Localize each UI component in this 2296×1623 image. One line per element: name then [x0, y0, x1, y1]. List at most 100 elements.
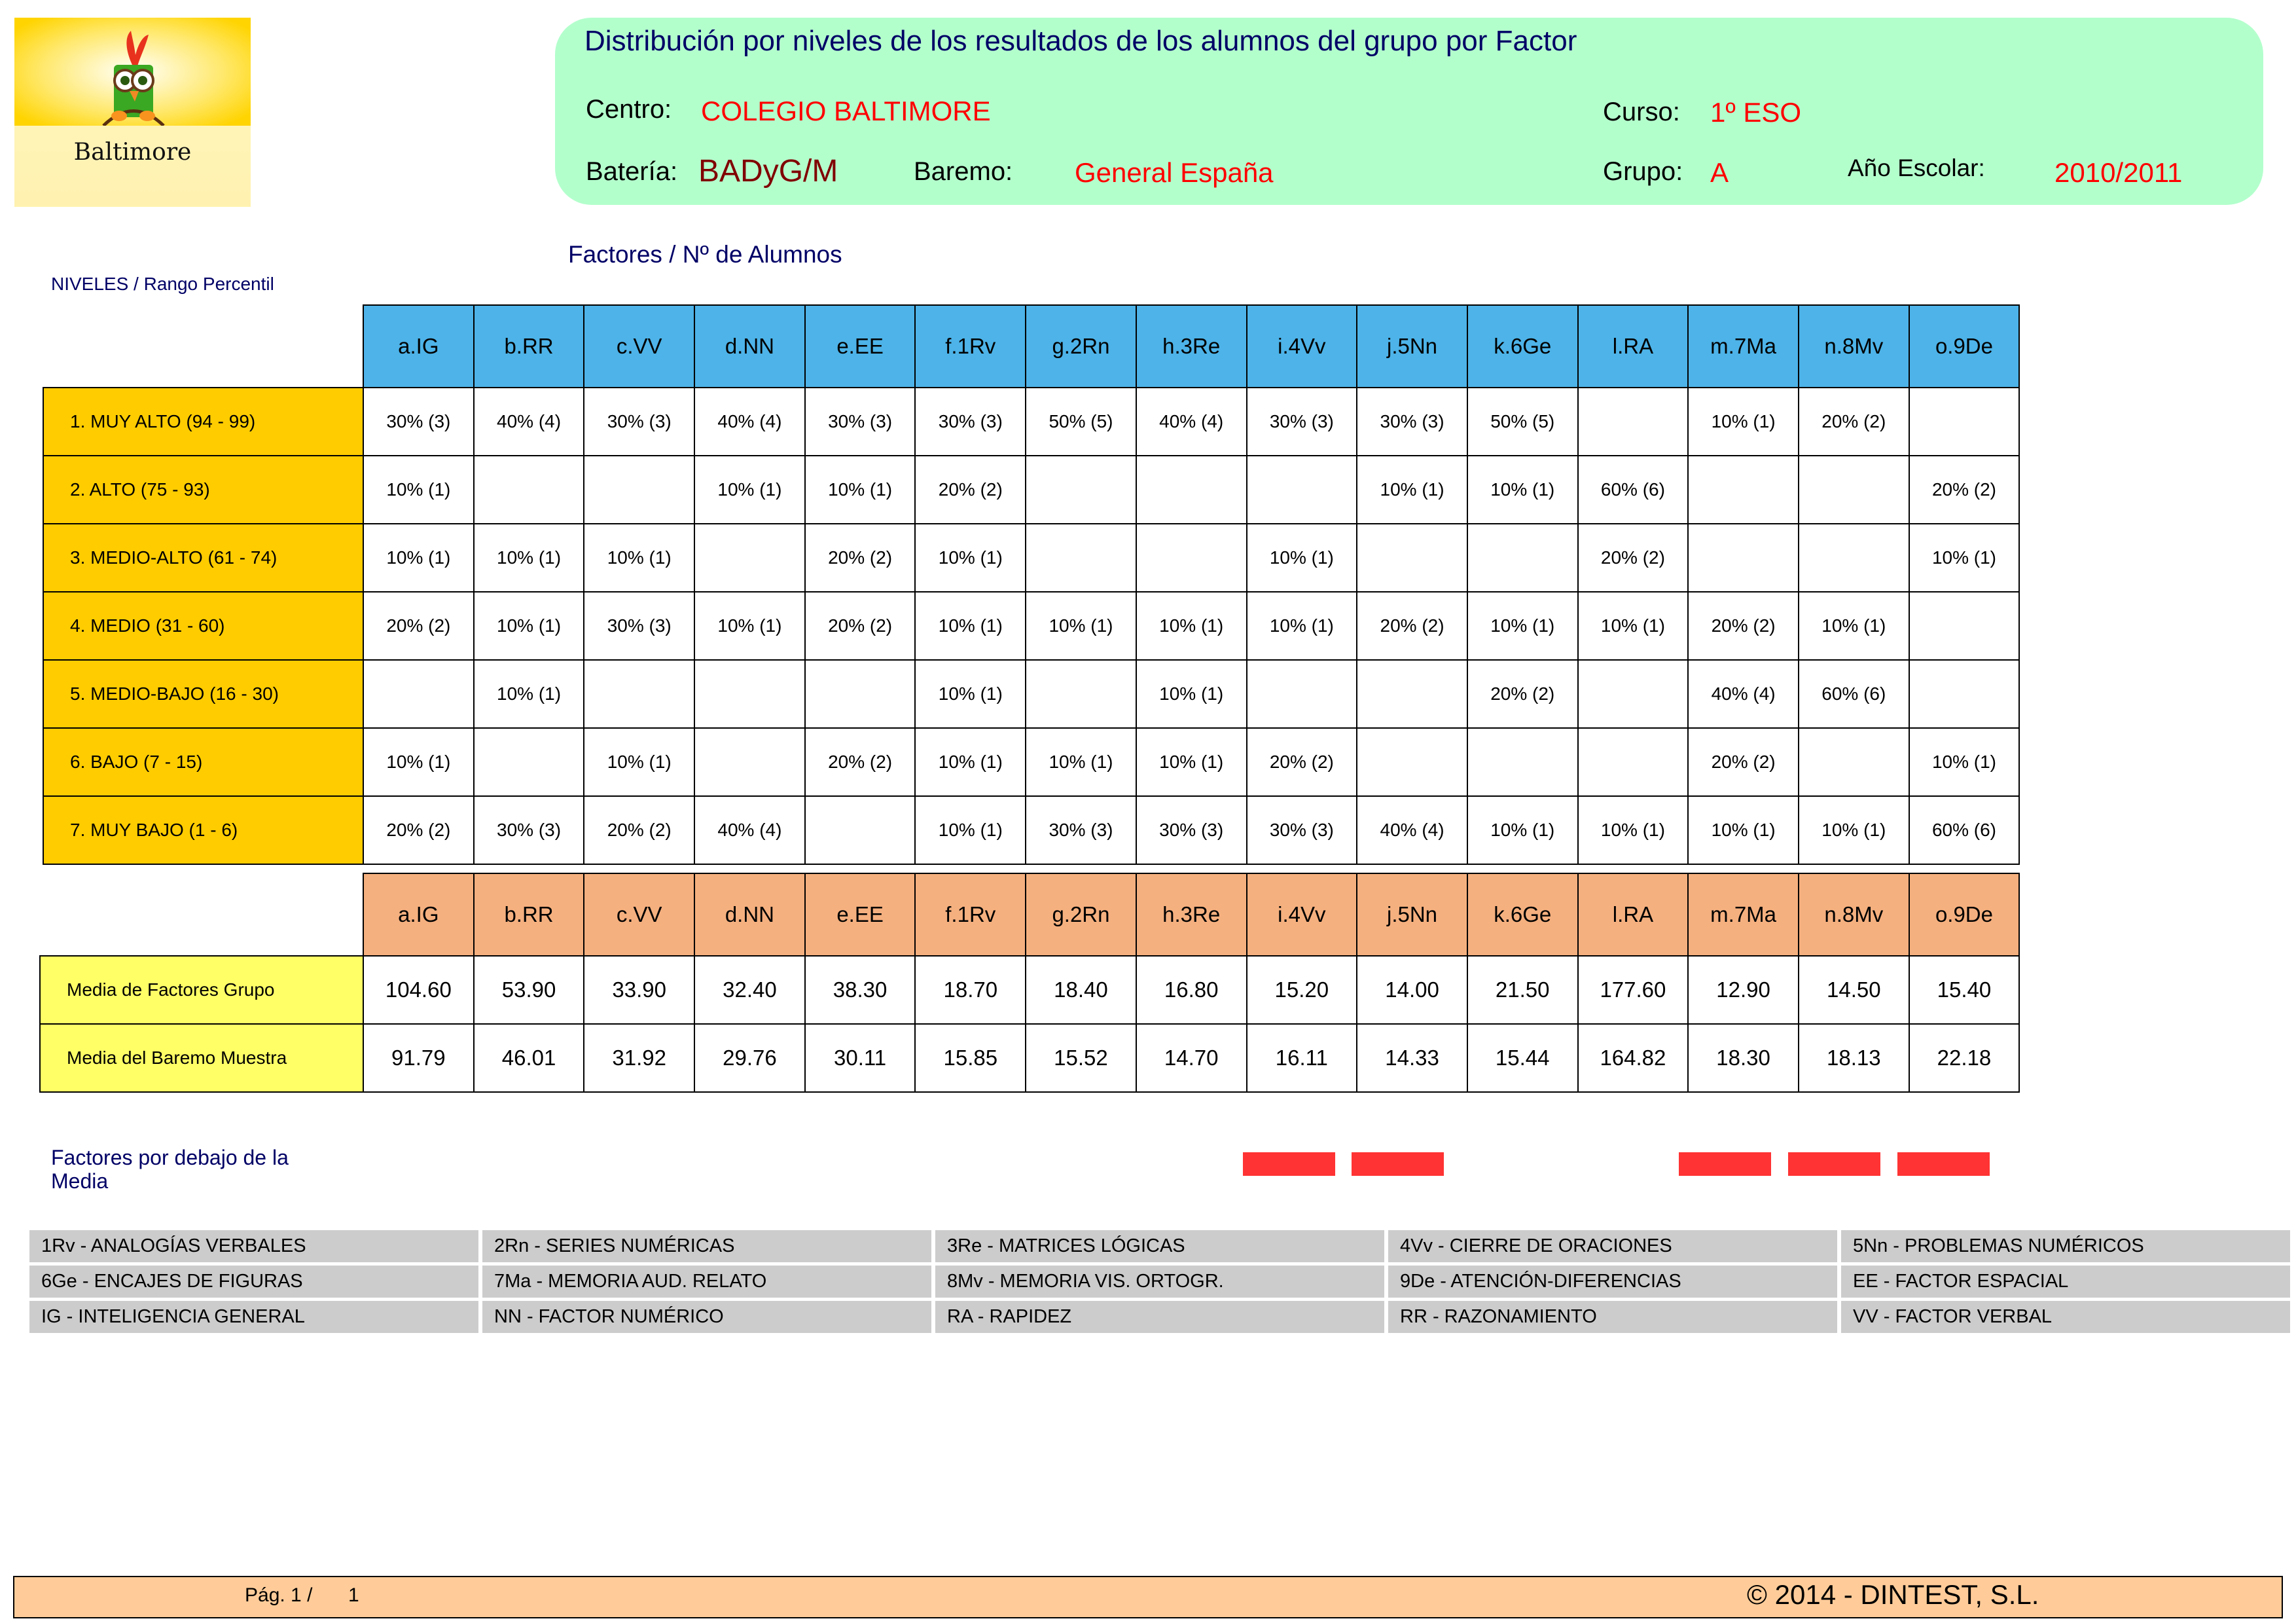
page-label: Pág. 1 /: [245, 1584, 313, 1606]
report-header: [555, 18, 2263, 205]
level-cell: [1797, 523, 1910, 593]
mean-value: 15.44: [1466, 1023, 1579, 1093]
level-cell: 40% (4): [1135, 387, 1247, 456]
mean-label: Media de Factores Grupo: [39, 955, 364, 1025]
factor-header: c.VV: [583, 873, 696, 957]
level-cell: [1356, 659, 1468, 729]
level-cell: [1135, 523, 1247, 593]
legend-item: RA - RAPIDEZ: [935, 1301, 1384, 1333]
level-cell: 10% (1): [1246, 523, 1358, 593]
factor-header: k.6Ge: [1466, 873, 1579, 957]
level-cell: 10% (1): [1246, 591, 1358, 661]
level-cell: 10% (1): [473, 591, 585, 661]
report-title: Distribución por niveles de los resultad…: [584, 25, 1577, 57]
level-cell: 10% (1): [1135, 727, 1247, 797]
level-cell: 10% (1): [914, 591, 1027, 661]
level-cell: [1025, 455, 1137, 524]
factor-header: g.2Rn: [1025, 304, 1137, 388]
anio-label: Año Escolar:: [1848, 155, 1985, 181]
curso-label: Curso:: [1603, 98, 1680, 126]
level-cell: 60% (6): [1577, 455, 1689, 524]
factor-header: e.EE: [804, 873, 916, 957]
factor-header: h.3Re: [1135, 873, 1247, 957]
level-cell: [1577, 387, 1689, 456]
baremo-value: General España: [1075, 157, 1274, 188]
copyright: © 2014 - DINTEST, S.L.: [1747, 1579, 2039, 1610]
level-cell: 10% (1): [1025, 727, 1137, 797]
mean-value: 31.92: [583, 1023, 696, 1093]
level-cell: 20% (2): [363, 795, 475, 865]
header-corner: [43, 305, 363, 388]
factor-header: n.8Mv: [1797, 873, 1910, 957]
factor-header: n.8Mv: [1797, 304, 1910, 388]
level-cell: 10% (1): [694, 455, 806, 524]
legend-item: 5Nn - PROBLEMAS NUMÉRICOS: [1841, 1230, 2290, 1262]
level-cell: 10% (1): [914, 727, 1027, 797]
level-cell: 10% (1): [363, 455, 475, 524]
level-cell: [694, 659, 806, 729]
level-label: 7. MUY BAJO (1 - 6): [43, 795, 364, 865]
level-cell: [583, 455, 696, 524]
level-cell: [694, 727, 806, 797]
level-cell: [1908, 387, 2020, 456]
level-cell: 10% (1): [363, 523, 475, 593]
factor-header: f.1Rv: [914, 304, 1027, 388]
level-label: 4. MEDIO (31 - 60): [43, 591, 364, 661]
level-cell: 20% (2): [583, 795, 696, 865]
mean-value: 21.50: [1466, 955, 1579, 1025]
level-cell: [1025, 523, 1137, 593]
mean-value: 14.50: [1797, 955, 1910, 1025]
level-cell: [1246, 659, 1358, 729]
factor-header: j.5Nn: [1356, 873, 1468, 957]
centro-label: Centro:: [586, 95, 672, 124]
mean-value: 164.82: [1577, 1023, 1689, 1093]
level-cell: 40% (4): [1356, 795, 1468, 865]
curso-value: 1º ESO: [1710, 97, 1802, 128]
level-cell: [1797, 455, 1910, 524]
factor-header: m.7Ma: [1687, 873, 1799, 957]
header-corner: [40, 873, 363, 956]
level-cell: 10% (1): [1687, 387, 1799, 456]
level-row: 6. BAJO (7 - 15)10% (1)10% (1)20% (2)10%…: [43, 727, 2020, 797]
level-cell: 20% (2): [1577, 523, 1689, 593]
mean-value: 46.01: [473, 1023, 585, 1093]
level-cell: 10% (1): [1466, 591, 1579, 661]
school-logo: Baltimore: [14, 18, 251, 207]
level-cell: 10% (1): [1797, 591, 1910, 661]
factor-header: k.6Ge: [1466, 304, 1579, 388]
legend-item: NN - FACTOR NUMÉRICO: [482, 1301, 931, 1333]
level-cell: [363, 659, 475, 729]
level-cell: 40% (4): [694, 795, 806, 865]
level-cell: [473, 727, 585, 797]
level-cell: [473, 455, 585, 524]
level-cell: 20% (2): [1466, 659, 1579, 729]
level-cell: 10% (1): [1466, 455, 1579, 524]
level-cell: 10% (1): [1577, 795, 1689, 865]
level-cell: 10% (1): [1356, 455, 1468, 524]
below-mean-marker: [1788, 1152, 1881, 1176]
legend-item: EE - FACTOR ESPACIAL: [1841, 1266, 2290, 1298]
level-label: 3. MEDIO-ALTO (61 - 74): [43, 523, 364, 593]
level-row: 2. ALTO (75 - 93)10% (1)10% (1)10% (1)20…: [43, 455, 2020, 524]
legend-item: IG - INTELIGENCIA GENERAL: [29, 1301, 478, 1333]
below-mean-label: Factores por debajo de la Media: [51, 1146, 289, 1193]
baremo-label: Baremo:: [914, 157, 1013, 186]
level-cell: 10% (1): [473, 659, 585, 729]
factor-header: g.2Rn: [1025, 873, 1137, 957]
level-row: 3. MEDIO-ALTO (61 - 74)10% (1)10% (1)10%…: [43, 523, 2020, 593]
below-mean-marker: [1242, 1152, 1335, 1176]
level-row: 4. MEDIO (31 - 60)20% (2)10% (1)30% (3)1…: [43, 591, 2020, 661]
centro-value: COLEGIO BALTIMORE: [701, 96, 991, 126]
mean-value: 18.30: [1687, 1023, 1799, 1093]
level-cell: [1687, 455, 1799, 524]
level-cell: [1135, 455, 1247, 524]
level-cell: [1908, 591, 2020, 661]
legend-item: VV - FACTOR VERBAL: [1841, 1301, 2290, 1333]
level-cell: [1356, 523, 1468, 593]
level-cell: 10% (1): [1687, 795, 1799, 865]
mean-value: 12.90: [1687, 955, 1799, 1025]
